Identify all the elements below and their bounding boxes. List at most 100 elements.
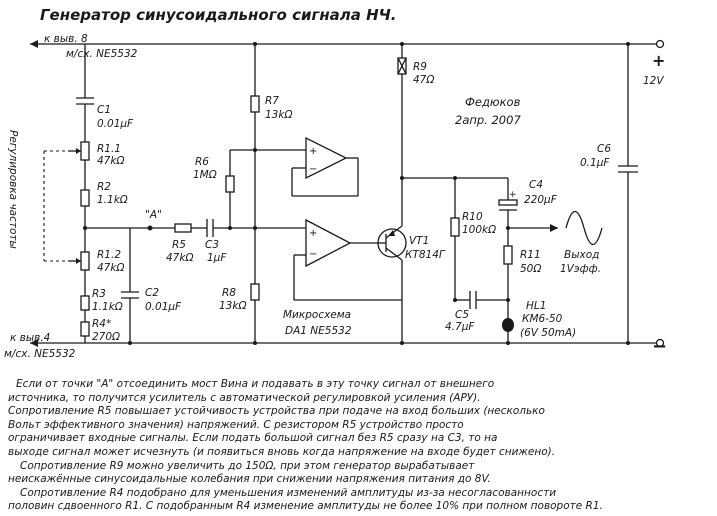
output-label: Выход [564,249,599,261]
minus-terminal [655,338,665,348]
r1-2-ref: R1.2 [97,249,121,261]
r11-ref: R11 [520,249,541,261]
capacitor-c1 [76,97,94,105]
svg-text:+: + [309,146,317,157]
potentiometer-r1-2 [68,251,90,271]
resistor-r9 [397,57,407,75]
vt1-value: КТ814Г [405,249,446,261]
note-line: источника, то получится усилитель с авто… [8,391,481,404]
c1-value: 0.01µF [97,118,134,130]
c5-value: 4.7µF [445,321,475,333]
r2-ref: R2 [97,181,111,193]
output-level: 1Vэфф. [560,263,601,275]
author-name: Федюков [465,95,521,109]
r4-value: 270Ω [92,331,120,343]
svg-text:+: + [309,228,317,239]
capacitor-c6 [618,42,638,345]
note-line: Сопротивление R5 повышает устойчивость у… [8,405,545,418]
r9-ref: R9 [413,61,427,73]
chip-label: Микросхема [283,309,351,321]
resistor-r2 [80,189,90,207]
op-amp-1: + − [305,136,348,180]
top-supply-ref: к выв. 8 [44,33,88,45]
diagram-title: Генератор синусоидального сигнала НЧ. [40,6,397,24]
note-line: ограничивает входные сигналы. Если подат… [8,432,498,445]
bottom-supply-ref: к выв.4 [10,332,50,344]
r10-ref: R10 [462,211,483,223]
r3-ref: R3 [92,288,106,300]
r7-ref: R7 [265,95,279,107]
resistor-r5 [150,223,207,233]
resistor-r3 [80,295,90,311]
vt1-ref: VT1 [409,235,429,247]
r4-ref: R4* [92,318,111,330]
hl1-rating: (6V 50mA) [520,327,576,339]
c5-ref: C5 [455,309,469,321]
note-line: Вольт эффективного значения) напряжений.… [8,418,464,431]
note-line: неискажённые синусоидальные колебания пр… [8,473,491,486]
capacitor-c2 [121,291,139,299]
r9-value: 47Ω [413,74,434,86]
r8-ref: R8 [222,287,236,299]
resistor-r6 [225,175,235,193]
hl1-ref: HL1 [526,300,546,312]
r5-ref: R5 [172,239,186,251]
c6-value: 0.1µF [580,157,610,169]
chip-name: DA1 NE5532 [285,325,352,337]
supply-voltage: 12V [643,75,664,87]
notes-block: Если от точки "А" отсоединить мост Вина … [8,378,708,514]
svg-text:+: + [509,190,517,200]
sine-wave-icon [565,210,603,246]
r11-value: 50Ω [520,263,541,275]
top-supply-chip: м/сх. NE5532 [66,48,138,60]
note-line: выходе сигнал может исчезнуть (и появить… [8,445,556,458]
r1-1-value: 47kΩ [97,155,124,167]
resistor-r10 [450,217,460,237]
svg-text:−: − [309,249,317,260]
resistor-r7 [250,95,260,113]
negative-rail [30,339,660,347]
c3-value: 1µF [207,252,227,264]
r7-value: 13kΩ [265,109,292,121]
r5-value: 47kΩ [166,252,193,264]
note-line: Сопротивление R4 подобрано для уменьшени… [20,486,557,499]
r6-ref: R6 [195,156,209,168]
lamp-hl1 [502,318,514,332]
r3-value: 1.1kΩ [92,301,123,313]
point-a-label: "А" [145,209,162,221]
r1-1-ref: R1.1 [97,143,121,155]
minus-sign: − [652,336,667,357]
transistor-vt1 [377,225,407,261]
resistor-r4 [80,321,90,337]
c6-ref: C6 [597,143,611,155]
plus-terminal [655,39,665,49]
note-line: Если от точки "А" отсоединить мост Вина … [16,378,495,390]
note-line: Сопротивление R9 можно увеличить до 150Ω… [20,459,475,472]
freq-control-label: Регулировка частоты [7,130,19,249]
note-line: половин сдвоенного R1. С подобранным R4 … [8,500,603,513]
r8-value: 13kΩ [219,300,246,312]
c2-value: 0.01µF [145,301,182,313]
potentiometer-r1-1 [68,141,90,161]
resistor-r11 [503,245,513,265]
capacitor-c5 [469,291,477,309]
plus-sign: + [652,51,665,70]
ganged-pot-link [43,150,68,262]
resistor-r8 [250,283,260,301]
c1-ref: C1 [97,104,111,116]
svg-text:−: − [309,164,317,175]
capacitor-c3 [206,219,214,237]
r6-value: 1MΩ [193,169,217,181]
op-amp-2: + − [305,218,352,268]
c3-ref: C3 [205,239,219,251]
author-date: 2апр. 2007 [455,113,521,127]
c2-ref: C2 [145,287,159,299]
circuit-schematic: Генератор синусоидального сигнала НЧ. к … [4,6,667,360]
c4-ref: C4 [529,179,543,191]
r10-value: 100kΩ [462,224,496,236]
bottom-supply-chip: м/сх. NE5532 [4,348,76,360]
c4-value: 220µF [524,194,558,206]
hl1-value: КМ6-50 [522,313,563,325]
r2-value: 1.1kΩ [97,194,128,206]
r1-2-value: 47kΩ [97,262,124,274]
